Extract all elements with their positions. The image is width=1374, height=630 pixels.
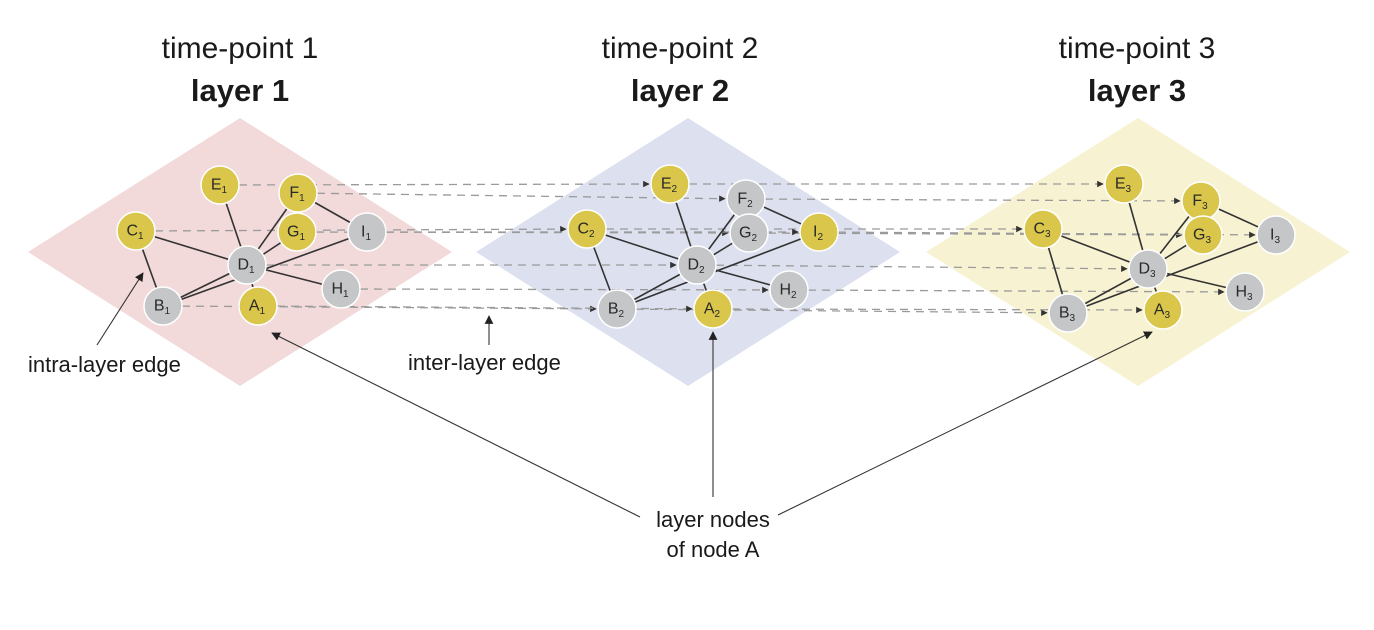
node-C1: C1 <box>116 211 156 251</box>
node-circle-F1 <box>278 173 318 213</box>
pointer-to-A3 <box>777 331 1153 516</box>
node-circle-B2 <box>597 289 637 329</box>
node-G3: G3 <box>1183 215 1223 255</box>
node-G1: G1 <box>277 212 317 252</box>
node-circle-A3 <box>1143 290 1183 330</box>
node-A1: A1 <box>238 286 278 326</box>
layer-title-2: layer 2 <box>631 73 729 108</box>
pointer-to-A1 <box>271 332 641 518</box>
node-D2: D2 <box>677 245 717 285</box>
timepoint-label-1: time-point 1 <box>162 32 319 65</box>
node-C3: C3 <box>1023 209 1063 249</box>
node-circle-G1 <box>277 212 317 252</box>
inter-layer-edge-C1-C2 <box>154 225 567 233</box>
timepoint-label-2: time-point 2 <box>602 32 759 65</box>
node-E2: E2 <box>650 164 690 204</box>
inter-layer-edge-E1-E2 <box>238 180 650 188</box>
node-circle-G3 <box>1183 215 1223 255</box>
node-D1: D1 <box>227 245 267 285</box>
node-circle-H3 <box>1225 272 1265 312</box>
node-I1: I1 <box>347 212 387 252</box>
layer-title-1: layer 1 <box>191 73 289 108</box>
node-circle-C3 <box>1023 209 1063 249</box>
node-I2: I2 <box>799 212 839 252</box>
node-circle-I1 <box>347 212 387 252</box>
node-circle-I2 <box>799 212 839 252</box>
node-circle-C1 <box>116 211 156 251</box>
node-D3: D3 <box>1128 249 1168 289</box>
node-circle-B3 <box>1048 293 1088 333</box>
node-circle-B1 <box>143 286 183 326</box>
inter-layer-edge-D2-D3 <box>715 264 1128 273</box>
node-circle-D3 <box>1128 249 1168 289</box>
layer-nodes-label-line2: of node A <box>667 537 760 562</box>
timepoint-label-3: time-point 3 <box>1059 32 1216 65</box>
inter-layer-edge-B2-B3 <box>635 308 1048 317</box>
heading-layer-3: time-point 3 layer 3 <box>1059 32 1216 108</box>
node-G2: G2 <box>729 213 769 253</box>
layer-title-3: layer 3 <box>1088 73 1186 108</box>
heading-layer-1: time-point 1 layer 1 <box>162 32 319 108</box>
node-circle-A1 <box>238 286 278 326</box>
node-I3: I3 <box>1256 215 1296 255</box>
node-B2: B2 <box>597 289 637 329</box>
inter-layer-edge-G1-G2 <box>315 229 729 237</box>
node-circle-G2 <box>729 213 769 253</box>
node-H1: H1 <box>321 269 361 309</box>
node-label-I1: I1 <box>361 224 371 243</box>
node-E3: E3 <box>1104 164 1144 204</box>
node-circle-I3 <box>1256 215 1296 255</box>
node-F2: F2 <box>726 179 766 219</box>
inter-layer-edge-label: inter-layer edge <box>408 350 561 375</box>
node-B3: B3 <box>1048 293 1088 333</box>
node-circle-D2 <box>677 245 717 285</box>
node-circle-E3 <box>1104 164 1144 204</box>
node-F1: F1 <box>278 173 318 213</box>
node-E1: E1 <box>200 165 240 205</box>
intra-layer-edge-label: intra-layer edge <box>28 352 181 377</box>
heading-layer-2: time-point 2 layer 2 <box>602 32 759 108</box>
annotation-pointers <box>96 272 1153 518</box>
node-circle-C2 <box>567 209 607 249</box>
node-C2: C2 <box>567 209 607 249</box>
node-circle-E2 <box>650 164 690 204</box>
node-A3: A3 <box>1143 290 1183 330</box>
node-circle-D1 <box>227 245 267 285</box>
node-B1: B1 <box>143 286 183 326</box>
node-F3: F3 <box>1181 181 1221 221</box>
node-circle-H1 <box>321 269 361 309</box>
node-H3: H3 <box>1225 272 1265 312</box>
node-A2: A2 <box>693 289 733 329</box>
node-label-I2: I2 <box>813 224 823 243</box>
layer-nodes-label-line1: layer nodes <box>656 507 770 532</box>
node-label-I3: I3 <box>1270 227 1280 246</box>
node-circle-H2 <box>769 270 809 310</box>
node-circle-A2 <box>693 289 733 329</box>
intra-layer-edge-pointer <box>96 272 144 346</box>
node-circle-E1 <box>200 165 240 205</box>
node-H2: H2 <box>769 270 809 310</box>
inter-layer-edge-H1-H2 <box>359 286 769 294</box>
